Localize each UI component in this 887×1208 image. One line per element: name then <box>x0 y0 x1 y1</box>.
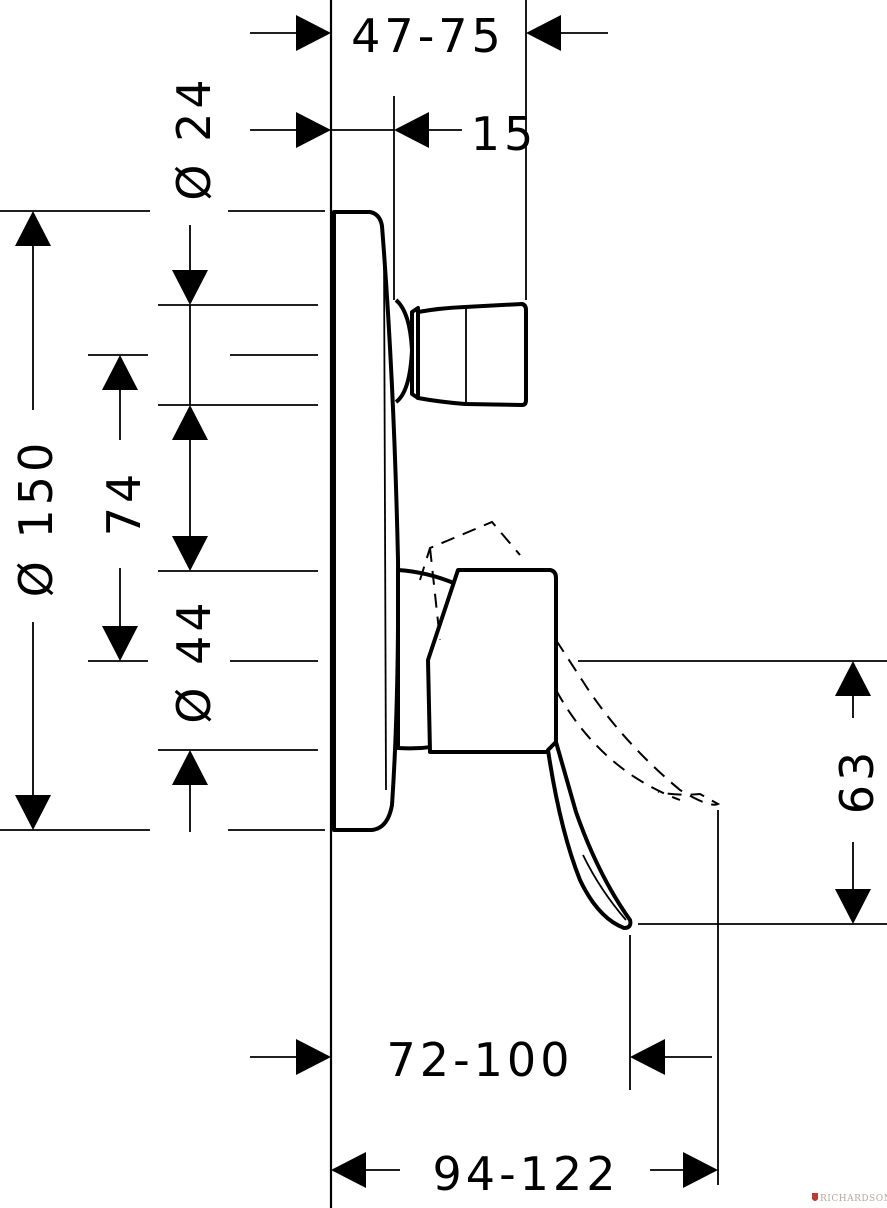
arrow-right-icon <box>296 112 331 148</box>
lever-handle-rotated <box>555 639 721 806</box>
arrow-right-icon <box>296 15 331 51</box>
lever-housing-rotated <box>419 520 521 641</box>
dim-outlet-depth: 15 <box>471 107 538 161</box>
arrow-up-icon <box>172 405 208 440</box>
outlet-collar <box>394 298 414 404</box>
arrow-right-icon <box>296 1039 331 1075</box>
dimension-arrows <box>15 15 871 1188</box>
dim-outlet-spacing: 74 <box>97 470 151 537</box>
arrow-down-icon <box>102 626 138 661</box>
lever-housing <box>426 568 558 754</box>
watermark: RICHARDSON <box>812 1193 887 1204</box>
arrow-left-icon <box>394 112 429 148</box>
arrow-up-icon <box>172 750 208 785</box>
lever-edge-line <box>582 854 627 921</box>
wall-plate <box>332 210 401 832</box>
shield-logo-icon <box>812 1193 818 1201</box>
dim-outlet-diameter: Ø 24 <box>167 75 221 200</box>
dim-lever-drop: 63 <box>830 748 884 815</box>
arrow-down-icon <box>172 536 208 571</box>
arrow-right-icon <box>683 1152 718 1188</box>
dim-plate-diameter: Ø 150 <box>9 439 63 598</box>
plate-edge-line <box>383 249 387 791</box>
dim-cartridge-diameter: Ø 44 <box>167 598 221 723</box>
arrow-up-icon <box>835 661 871 696</box>
arrow-down-icon <box>15 795 51 830</box>
arrow-left-icon <box>526 15 561 51</box>
outlet-connector <box>416 302 528 407</box>
mixer-body <box>332 210 721 930</box>
dim-total-reach: 94-122 <box>433 1147 620 1201</box>
arrow-left-icon <box>630 1039 665 1075</box>
arrow-down-icon <box>835 889 871 924</box>
arrow-down-icon <box>172 270 208 305</box>
dim-lever-reach: 72-100 <box>387 1033 574 1087</box>
arrow-up-icon <box>102 355 138 390</box>
arrow-up-icon <box>15 211 51 246</box>
watermark-text: RICHARDSON <box>820 1194 887 1204</box>
arrow-left-icon <box>331 1152 366 1188</box>
lever-handle <box>546 740 633 930</box>
dim-mount-depth: 47-75 <box>351 9 505 63</box>
